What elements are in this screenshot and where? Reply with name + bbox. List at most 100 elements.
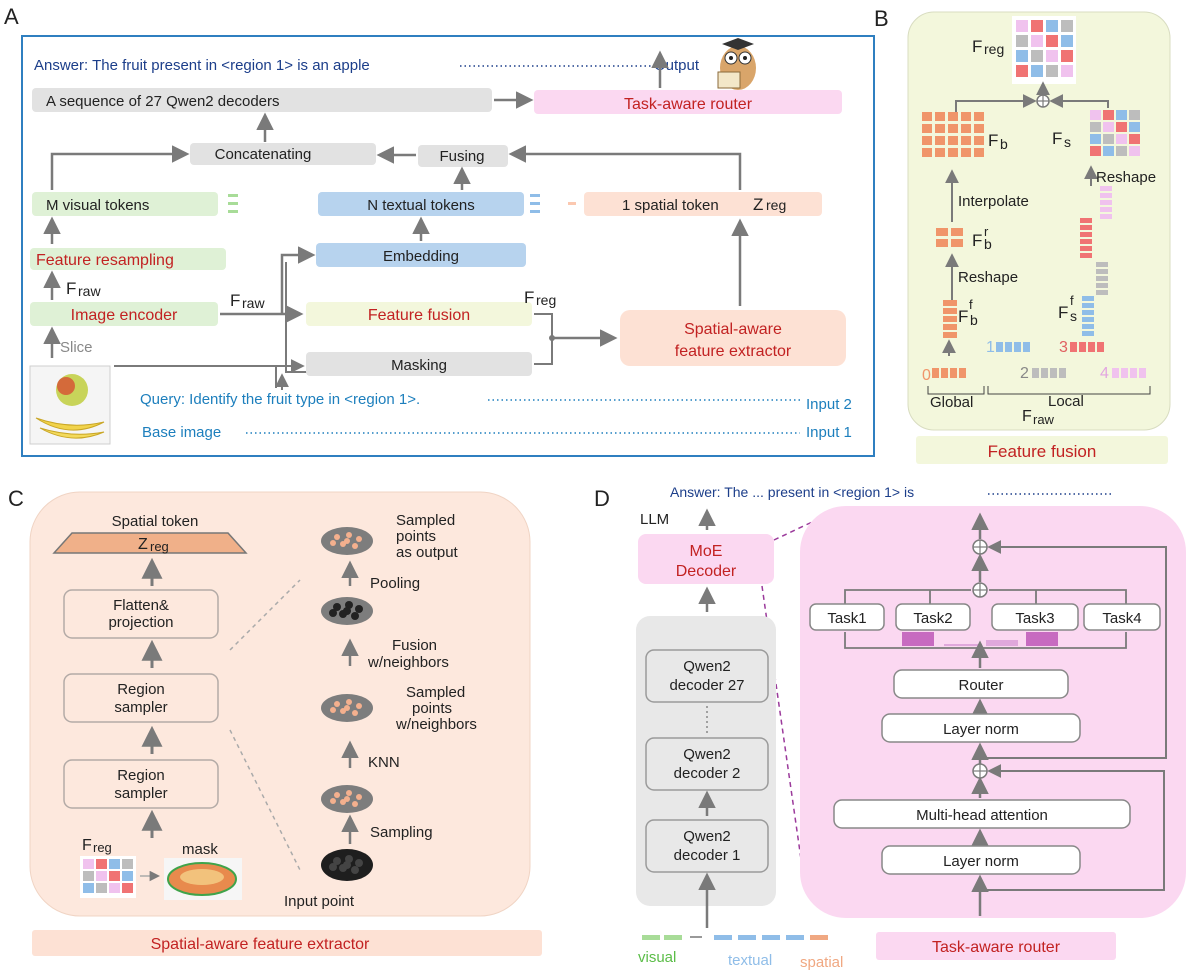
fs-stack-cell	[1100, 200, 1112, 205]
gate-weight-bars	[902, 632, 1058, 646]
global-bracket	[927, 386, 985, 395]
fbf-label: F	[958, 307, 968, 326]
task1-label: Task1	[827, 610, 866, 627]
reshape-top-label: Reshape	[1096, 169, 1156, 186]
fs-stack-cell	[1082, 310, 1094, 315]
answer-d: Answer: The ... present in <region 1> is	[670, 484, 914, 500]
legend-separator	[690, 936, 702, 938]
index-2: 2	[1020, 365, 1029, 382]
freg-cell	[1031, 35, 1043, 47]
freg-c-cell	[122, 883, 133, 893]
freg-cell	[1031, 50, 1043, 62]
sampled-out-label3: as output	[396, 544, 459, 561]
fbf-sub: b	[970, 312, 978, 328]
task-merge-left	[844, 589, 971, 604]
feature-fusion-label: Feature fusion	[368, 307, 470, 324]
fs-cell	[1090, 146, 1101, 156]
decoder-stack	[636, 616, 776, 906]
fb-cell	[948, 124, 958, 133]
fs-cell	[1090, 134, 1101, 144]
fraw-cell	[1041, 368, 1048, 378]
sampled-output-disc-point	[346, 532, 352, 538]
fs-cell	[1129, 134, 1140, 144]
input-point-disc-point	[351, 866, 359, 874]
decoders-box	[32, 88, 492, 112]
local-bracket	[987, 386, 1151, 395]
freg-c-cell	[83, 871, 94, 881]
spatial-extractor-caption-box	[32, 930, 542, 956]
freg-cell	[1016, 50, 1028, 62]
fs-stack-cell	[1096, 290, 1108, 295]
panel-b: B F reg F b F s Reshape Interpolate F b …	[874, 6, 1171, 464]
fusion-label2: w/neighbors	[367, 654, 449, 671]
fraw-a2: F	[230, 291, 240, 310]
pooling-disc-point	[351, 612, 359, 620]
legend-visual: visual	[638, 949, 676, 966]
pooling-disc-point	[355, 605, 363, 613]
sampled-output-disc-point	[352, 543, 358, 549]
freg-cell	[1016, 20, 1028, 32]
fs-stack-cell	[1080, 246, 1092, 251]
fs-stack-cell	[1096, 276, 1108, 281]
fb-cell	[922, 148, 932, 157]
freg-cell	[1046, 65, 1058, 77]
visual-tokens-box	[32, 192, 218, 216]
fs-cell	[1090, 110, 1101, 120]
sampled-output-disc-point	[344, 538, 350, 544]
freg-a-sub: reg	[536, 292, 556, 308]
fb-cell	[961, 112, 971, 121]
freg-c-cell	[109, 883, 120, 893]
arrow-fb-sum	[955, 94, 1037, 116]
freg-cell	[1061, 65, 1073, 77]
fraw-cell	[1121, 368, 1128, 378]
fs-sub: s	[1064, 134, 1071, 150]
legend-textual-mark	[738, 935, 756, 940]
zreg-sub: reg	[766, 197, 786, 213]
router-box	[534, 90, 842, 114]
legend-textual-mark	[762, 935, 780, 940]
panel-letter-d: D	[594, 486, 610, 511]
index-1: 1	[986, 339, 995, 356]
decoder-27-label2: decoder 27	[669, 677, 744, 694]
index-0: 0	[922, 367, 931, 384]
task3-label: Task3	[1015, 610, 1054, 627]
mask-label: mask	[182, 841, 218, 858]
decoder-27-box	[645, 649, 769, 703]
pooling-disc-point	[333, 603, 341, 611]
fs-cell	[1116, 146, 1127, 156]
fb-cell	[922, 136, 932, 145]
freg-c-sub: reg	[93, 840, 112, 855]
sampling-disc-point	[330, 798, 336, 804]
fraw-cell	[1005, 342, 1012, 352]
layer-norm-top-box	[881, 713, 1081, 743]
fs-stack-cell	[1096, 283, 1108, 288]
fs-cell	[1129, 110, 1140, 120]
fs-stack-cell	[1100, 207, 1112, 212]
fs-stack-cell	[1082, 331, 1094, 336]
fb-cell	[948, 148, 958, 157]
fs-cell	[1103, 146, 1114, 156]
fraw-cell	[1059, 368, 1066, 378]
fraw-cell	[941, 368, 948, 378]
spatial-token-label: 1 spatial token	[622, 197, 719, 214]
freg-c-cell	[109, 871, 120, 881]
fb-cell	[922, 124, 932, 133]
fraw-a2-sub: raw	[242, 295, 265, 311]
token-legend	[642, 935, 828, 940]
fs-stack	[1080, 186, 1112, 336]
residual-lower	[980, 764, 1165, 891]
fbr-cell	[951, 228, 963, 236]
fb-cell	[935, 112, 945, 121]
freg-c-cell	[96, 871, 107, 881]
masking-box	[306, 352, 532, 376]
zreg-c: Z	[138, 536, 148, 553]
fbr-label: F	[972, 231, 982, 250]
pooling-disc-point	[329, 609, 337, 617]
sampled-out-label2: points	[396, 528, 436, 545]
fs-grid	[1090, 110, 1140, 156]
answer-text: Answer: The fruit present in <region 1> …	[34, 57, 370, 74]
moe-label2: Decoder	[676, 563, 737, 580]
input-point-label: Input point	[284, 893, 355, 910]
freg-a: F	[524, 288, 534, 307]
fs-stack-cell	[1082, 296, 1094, 301]
